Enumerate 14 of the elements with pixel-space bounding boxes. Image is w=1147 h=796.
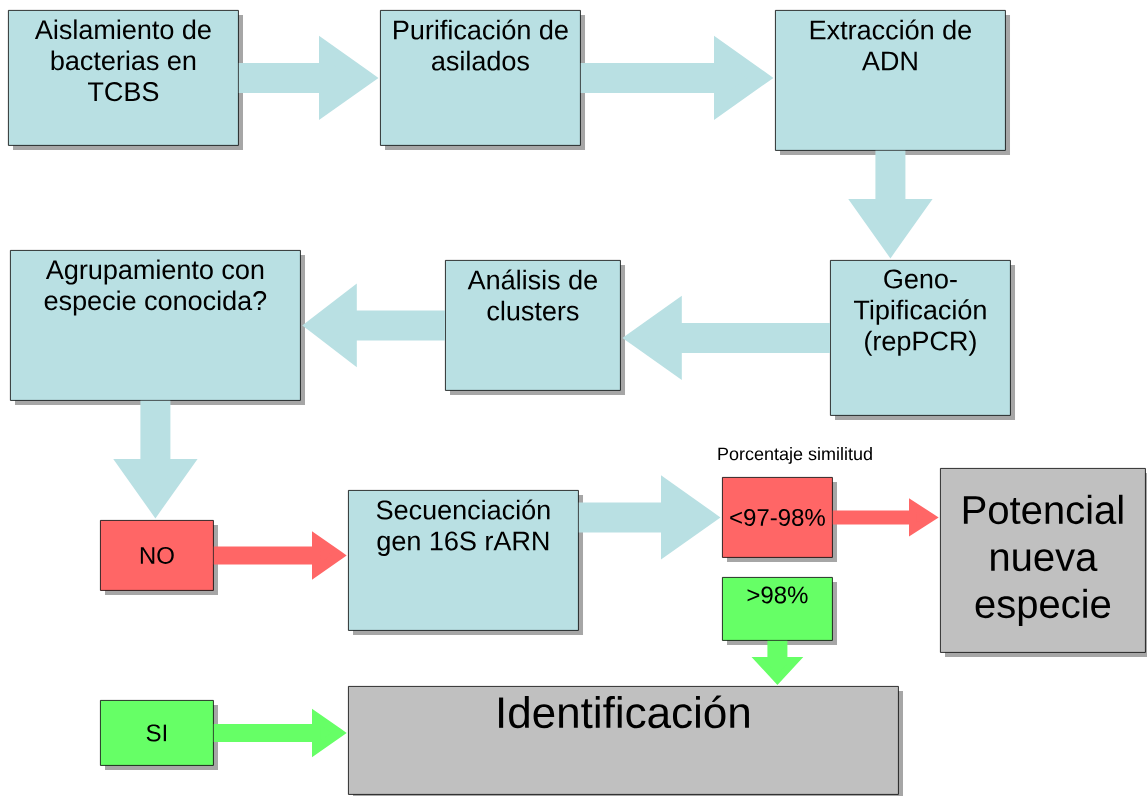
process-box: Agrupamiento con especie conocida? [10,250,305,405]
process-box: Extracción de ADN [775,10,1010,155]
process-box: >98% [722,577,837,645]
process-box: Aislamiento de bacterias en TCBS [8,10,243,150]
process-box: Potencial nueva especie [940,468,1147,657]
caption-text: Porcentaje similitud [718,447,872,464]
process-box: <97-98% [722,477,837,562]
process-box: SI [100,700,218,770]
process-box: Análisis de clusters [445,260,625,395]
process-box: Purificación de asilados [380,10,585,150]
process-box: Geno-Tipificación (repPCR) [830,260,1015,420]
process-box: Secuenciación gen 16S rARN [348,490,583,635]
process-box: Identificación [348,686,903,796]
process-box: NO [100,520,218,595]
